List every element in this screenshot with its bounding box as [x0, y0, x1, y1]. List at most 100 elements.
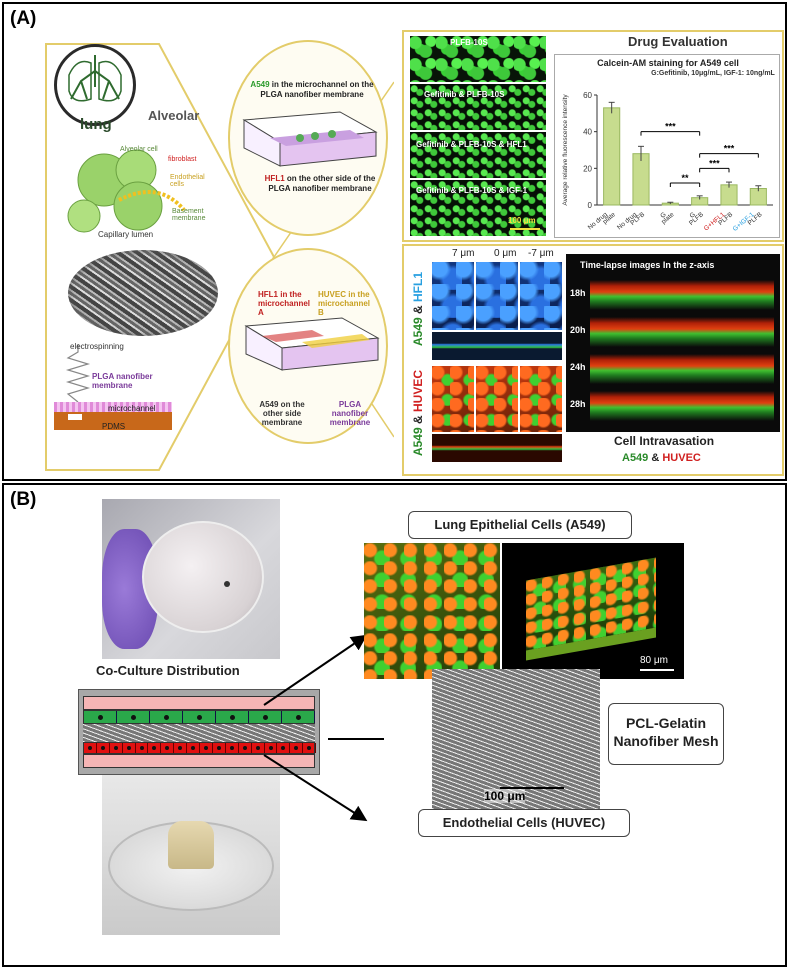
epithelial-cell [183, 711, 216, 723]
anat-capillary: Capillary lumen [98, 230, 154, 239]
drug-scale-bar [510, 228, 540, 230]
epithelial-cell [282, 711, 315, 723]
chip-1-hfl1-name: HFL1 [264, 174, 285, 183]
timelapse-strip [590, 280, 774, 310]
significance-label: *** [724, 144, 735, 154]
chip-2-a549-note: A549 on the other side membrane [259, 400, 305, 427]
device-photo-top [102, 499, 280, 659]
drug-label-2: Gefitinib & PLFB-10S [424, 90, 505, 99]
chip-2-plga-note: PLGA nanofiber membrane [329, 400, 371, 427]
epithelial-cell [117, 711, 150, 723]
coculture-title: Co-Culture Distribution [96, 663, 240, 678]
epithelial-scale-label: 80 μm [640, 655, 668, 666]
endothelial-scale-bar [640, 947, 674, 949]
x-tick-label: G [689, 211, 697, 220]
epithelial-label: Lung Epithelial Cells (A549) [408, 511, 632, 539]
confocal-huvec-2 [476, 366, 518, 432]
y-axis-label: Average relative fluorescence intensity [562, 94, 569, 206]
drug-label-1: PLFB-10S [450, 38, 488, 47]
electrospinning-spiral-icon [65, 344, 91, 403]
bar [632, 153, 650, 206]
y-tick-label: 0 [588, 201, 593, 210]
bar [720, 184, 738, 206]
endothelial-2d-image [366, 821, 502, 957]
chip-1-hfl1-text: on the other side of the PLGA nanofiber … [268, 174, 376, 193]
confocal-hfl1-side [432, 332, 562, 360]
anat-alveolar-cell: Alveolar cell [120, 146, 158, 153]
epithelial-scale-bar [640, 669, 674, 671]
chip-1-hfl1-note: HFL1 on the other side of the PLGA nanof… [258, 174, 382, 193]
y-tick-label: 20 [583, 164, 592, 173]
intra-a549: A549 [622, 452, 649, 464]
device-photo-bottom [102, 775, 280, 935]
y-tick-label: 60 [583, 91, 592, 100]
timelapse-label: 24h [570, 362, 586, 372]
endothelial-cell [200, 743, 213, 753]
mesh-layer [83, 724, 315, 742]
mesh-label: PCL-Gelatin Nanofiber Mesh [608, 703, 724, 765]
drug-image-1 [410, 36, 546, 82]
alveolar-anatomy-drawing [67, 149, 186, 233]
significance-label: *** [665, 122, 676, 132]
panel-b: (B) Co-Culture Distribution Lung Epithel… [2, 483, 787, 967]
confocal-col-1: 7 μm [452, 248, 475, 259]
epithelial-2d-image [364, 543, 500, 679]
chip-1-drawing [242, 111, 378, 167]
arrow-to-endothelial [263, 754, 368, 822]
endothelial-cell [303, 743, 317, 753]
confocal-row-2-text: A549 & HUVEC [411, 361, 425, 465]
y-tick-label: 40 [583, 128, 592, 137]
lung-illustration [54, 44, 136, 126]
microchannel-slot [68, 414, 82, 420]
device-insert [168, 821, 214, 869]
endothelial-label: Endothelial Cells (HUVEC) [418, 809, 630, 837]
chip-1-a549-name: A549 [250, 80, 270, 89]
coculture-diagram [78, 689, 320, 775]
endothelial-3d-block [526, 843, 656, 941]
endothelial-3d-image: 80 μm [502, 821, 684, 957]
endothelial-cell [265, 743, 278, 753]
confocal-huvec-3 [520, 366, 562, 432]
drug-evaluation-frame [402, 30, 784, 242]
confocal-hfl1-2 [476, 262, 518, 330]
row2-amp: & [411, 412, 425, 428]
endothelial-cell [187, 743, 201, 753]
epithelial-cell [249, 711, 282, 723]
endothelial-cell [290, 743, 304, 753]
timelapse-title: Time-lapse images In the z-axis [580, 260, 715, 270]
endothelial-cell [84, 743, 97, 753]
intravasation-subtitle: A549 & HUVEC [622, 452, 701, 464]
confocal-hfl1-1 [432, 262, 474, 330]
confocal-frame [402, 244, 784, 476]
timelapse-strip [590, 354, 774, 384]
endothelial-layer [83, 742, 317, 754]
anat-basement: Basement membrane [172, 208, 206, 222]
endothelial-cell [149, 743, 162, 753]
intra-huvec: HUVEC [662, 452, 701, 464]
confocal-hfl1-3 [520, 262, 562, 330]
row1-hfl1: HFL1 [411, 271, 425, 302]
panel-a: (A) lung Alveolar Alveolar cell fibrobla… [2, 2, 787, 481]
endothelial-cell [239, 743, 252, 753]
electrospinning-label: electrospinning [70, 342, 124, 351]
device-port [224, 581, 230, 587]
chart-box: Calcein-AM staining for A549 cell G:Gefi… [554, 54, 780, 238]
chip-2-huvec-note: HUVEC in the microchannel B [318, 290, 371, 317]
endothelial-cell [226, 743, 239, 753]
confocal-huvec-1 [432, 366, 474, 432]
confocal-row-1-text: A549 & HFL1 [411, 261, 425, 357]
confocal-row-2-label: A549 & HUVEC [408, 366, 428, 466]
upper-pink-channel [83, 696, 315, 710]
chart-title: Calcein-AM staining for A549 cell [597, 58, 739, 68]
epithelial-cell [84, 711, 117, 723]
row2-huvec: HUVEC [411, 369, 425, 412]
panel-a-label: (A) [10, 8, 37, 29]
drug-image-4 [410, 180, 546, 236]
mesh-sem-image: 100 μm [432, 669, 600, 809]
drug-evaluation-title: Drug Evaluation [628, 34, 728, 49]
confocal-col-2: 0 μm [494, 248, 517, 259]
chip-2-hfl1-note: HFL1 in the microchannel A [258, 290, 311, 317]
anat-fibroblast: fibroblast [168, 156, 197, 163]
plga-membrane-layer [54, 402, 172, 412]
endothelial-cell [278, 743, 291, 753]
